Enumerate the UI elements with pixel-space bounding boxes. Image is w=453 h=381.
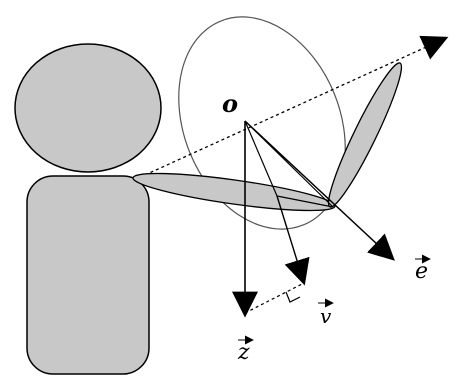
- v-vector-label: v: [318, 298, 334, 328]
- e-vector-arrow: [244, 120, 395, 261]
- right-angle-marker: [285, 291, 301, 303]
- upper-arm-shape: [132, 172, 336, 212]
- elbow-to-v-foot-line: [276, 195, 334, 208]
- torso-shape: [26, 175, 150, 375]
- head-shape: [14, 43, 162, 173]
- z-v-dashed-line: [244, 283, 303, 314]
- e-label-text: e: [415, 259, 428, 284]
- shoulder-direction-dashed-line: [144, 35, 449, 176]
- rotation-ellipse: [178, 16, 346, 230]
- forearm-shape: [327, 62, 403, 208]
- v-projection-arrow: [276, 195, 310, 286]
- z-vector-label: z: [237, 335, 254, 365]
- v-label-text: v: [320, 304, 332, 328]
- z-label-text: z: [237, 340, 250, 365]
- e-vector-label: e: [415, 254, 431, 284]
- origin-to-v-foot-line: [244, 120, 278, 197]
- origin-label: o: [222, 89, 238, 118]
